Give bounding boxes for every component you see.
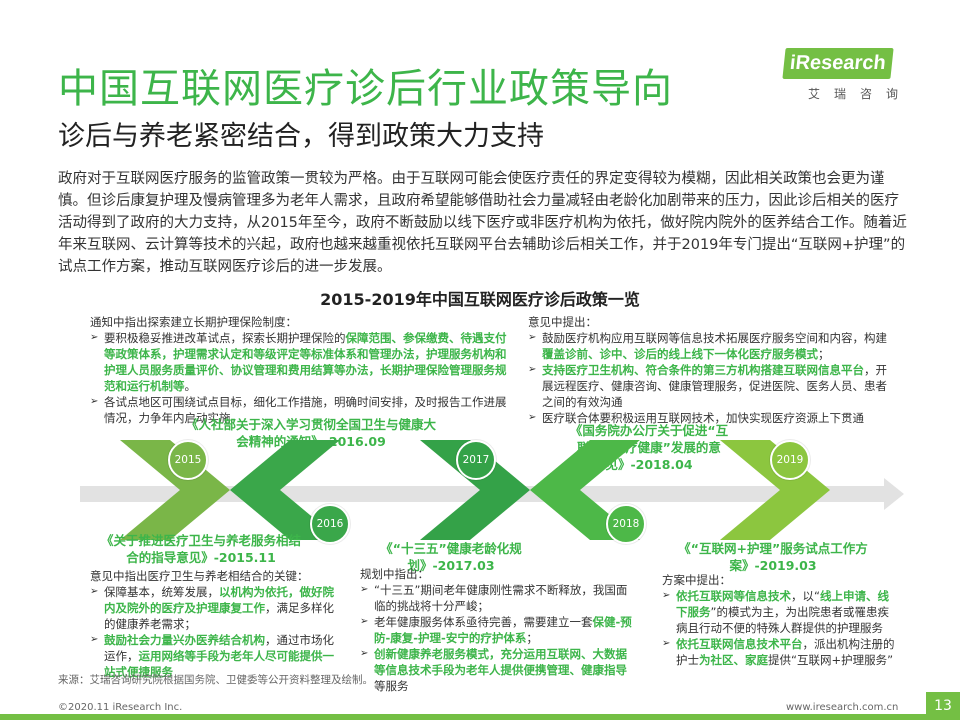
timeline-arrow-icon — [884, 478, 904, 510]
logo-wordmark: iResearch — [782, 48, 894, 79]
note-2018-bullet-1: 鼓励医疗机构应用互联网等信息技术拓展医疗服务空间和内容，构建覆盖诊前、诊中、诊后… — [528, 330, 890, 362]
source-note: 来源：艾瑞咨询研究院根据国务院、卫健委等公开资料整理及绘制。 — [58, 674, 373, 686]
note-2017-bullet-3: 创新健康养老服务模式，充分运用互联网、大数据等信息技术手段为老年人提供便携管理、… — [360, 646, 632, 694]
note-2016: 通知中指出探索建立长期护理保险制度： 要积极稳妥推进改革试点，探索长期护理保险的… — [90, 314, 510, 426]
note-2019-bullet-1: 依托互联网等信息技术，以“线上申请、线下服务”的模式为主，为出院患者或罹患疾病且… — [662, 588, 898, 636]
intro-paragraph: 政府对于互联网医疗服务的监管政策一贯较为严格。由于互联网可能会使医疗责任的界定变… — [58, 171, 907, 275]
page-title: 中国互联网医疗诊后行业政策导向 — [58, 66, 673, 112]
website-link[interactable]: www.iresearch.com.cn — [786, 702, 899, 713]
note-2015-bullet-2: 鼓励社会力量兴办医养结合机构，通过市场化运作，运用网络等手段为老年人尽可能提供一… — [90, 632, 338, 680]
note-2019-lead: 方案中提出： — [662, 573, 731, 587]
note-2015-lead: 意见中指出医疗卫生与养老相结合的关键： — [90, 569, 309, 583]
note-2017: 规划中指出： “十三五”期间老年健康刚性需求不断释放，我国面临的挑战将十分严峻；… — [360, 566, 632, 694]
note-2019-bullet-2: 依托互联网信息技术平台，派出机构注册的护士为社区、家庭提供“互联网+护理服务” — [662, 636, 898, 668]
year-badge-2015: 2015 — [168, 440, 208, 480]
chevron-2016 — [230, 440, 340, 540]
note-2018-bullet-2: 支持医疗卫生机构、符合条件的第三方机构搭建互联网信息平台，开展远程医疗、健康咨询… — [528, 362, 890, 410]
copyright: ©2020.11 iResearch Inc. — [58, 702, 183, 713]
year-badge-2016: 2016 — [310, 504, 350, 544]
note-2016-lead: 通知中指出探索建立长期护理保险制度： — [90, 315, 297, 329]
note-2018: 意见中提出： 鼓励医疗机构应用互联网等信息技术拓展医疗服务空间和内容，构建覆盖诊… — [528, 314, 890, 426]
iresearch-logo: iResearch 艾瑞咨询 — [782, 48, 913, 102]
timeline-chevrons — [120, 440, 830, 540]
year-badge-2018: 2018 — [606, 504, 646, 544]
note-2016-bullet-2: 各试点地区可围绕试点目标，细化工作措施，明确时间安排，及时报告工作进展情况，力争… — [90, 394, 510, 426]
logo-cn: 艾瑞咨询 — [808, 87, 913, 101]
note-2017-bullet-2: 老年健康服务体系亟待完善，需要建立一套保健-预防-康复-护理-安宁的疗护体系； — [360, 614, 632, 646]
note-2018-bullet-3: 医疗联合体要积极运用互联网技术，加快实现医疗资源上下贯通 — [528, 410, 890, 426]
note-2016-bullet-1: 要积极稳妥推进改革试点，探索长期护理保险的保障范围、参保缴费、待遇支付等政策体系… — [90, 330, 510, 394]
policy-2017: 《“十三五”健康老龄化规划》-2017.03 — [380, 541, 522, 573]
footer-bar — [0, 714, 960, 720]
policy-2016: 《人社部关于深入学习贯彻全国卫生与健康大会精神的通知》-2016.09 — [186, 417, 437, 449]
note-2017-bullet-1: “十三五”期间老年健康刚性需求不断释放，我国面临的挑战将十分严峻； — [360, 582, 632, 614]
note-2018-lead: 意见中提出： — [528, 315, 597, 329]
page-subtitle: 诊后与养老紧密结合，得到政策大力支持 — [58, 121, 544, 152]
note-2017-lead: 规划中指出： — [360, 567, 429, 581]
chevron-2018 — [530, 440, 640, 540]
timeline-title: 2015-2019年中国互联网医疗诊后政策一览 — [320, 290, 640, 309]
policy-2015: 《关于推进医疗卫生与养老服务相结合的指导意见》-2015.11 — [100, 533, 301, 565]
year-badge-2017: 2017 — [456, 440, 496, 480]
note-2015-bullet-1: 保障基本，统筹发展，以机构为依托，做好院内及院外的医疗及护理康复工作，满足多样化… — [90, 584, 338, 632]
year-badge-2019: 2019 — [770, 440, 810, 480]
note-2015: 意见中指出医疗卫生与养老相结合的关键： 保障基本，统筹发展，以机构为依托，做好院… — [90, 568, 338, 680]
policy-2019: 《“互联网+护理”服务试点工作方案》-2019.03 — [678, 541, 868, 573]
note-2019: 方案中提出： 依托互联网等信息技术，以“线上申请、线下服务”的模式为主，为出院患… — [662, 572, 898, 668]
